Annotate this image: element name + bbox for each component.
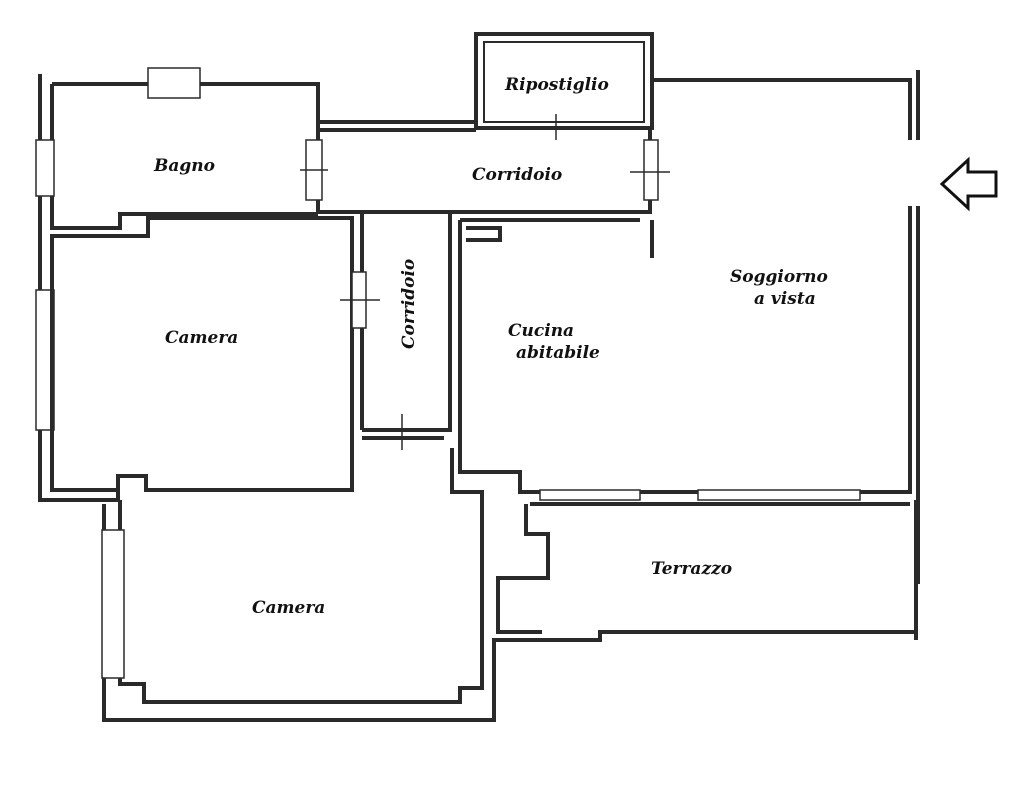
room-label-soggiorno-line1: Soggiorno xyxy=(730,267,828,287)
room-label-bagno: Bagno xyxy=(154,156,215,176)
bagno-window xyxy=(147,67,201,99)
room-label-camera-top: Camera xyxy=(165,328,239,348)
camera-bottom-walls xyxy=(101,448,542,722)
camera-top-walls xyxy=(50,212,380,492)
room-label-soggiorno-line2: a vista xyxy=(754,289,816,309)
terrazzo-window-2 xyxy=(697,489,861,501)
room-label-terrazzo: Terrazzo xyxy=(651,559,733,579)
room-label-camera-bottom: Camera xyxy=(252,598,326,618)
camera-bottom-window xyxy=(101,529,125,679)
room-label-cucina-line1: Cucina xyxy=(508,321,575,341)
bagno-side-window xyxy=(35,139,55,197)
terrazzo-window-1 xyxy=(539,489,641,501)
room-label-cucina-line2: abitabile xyxy=(516,343,600,363)
room-label-ripostiglio: Ripostiglio xyxy=(505,75,609,95)
soggiorno-walls xyxy=(458,70,920,584)
arrow-left-icon xyxy=(939,156,998,212)
soggiorno-door xyxy=(643,139,659,201)
terrazzo-walls xyxy=(496,500,918,642)
corridoio-walls xyxy=(318,114,670,450)
room-label-corridoio-top: Corridoio xyxy=(472,165,563,185)
room-label-corridoio-vertical: Corridoio xyxy=(399,258,419,349)
